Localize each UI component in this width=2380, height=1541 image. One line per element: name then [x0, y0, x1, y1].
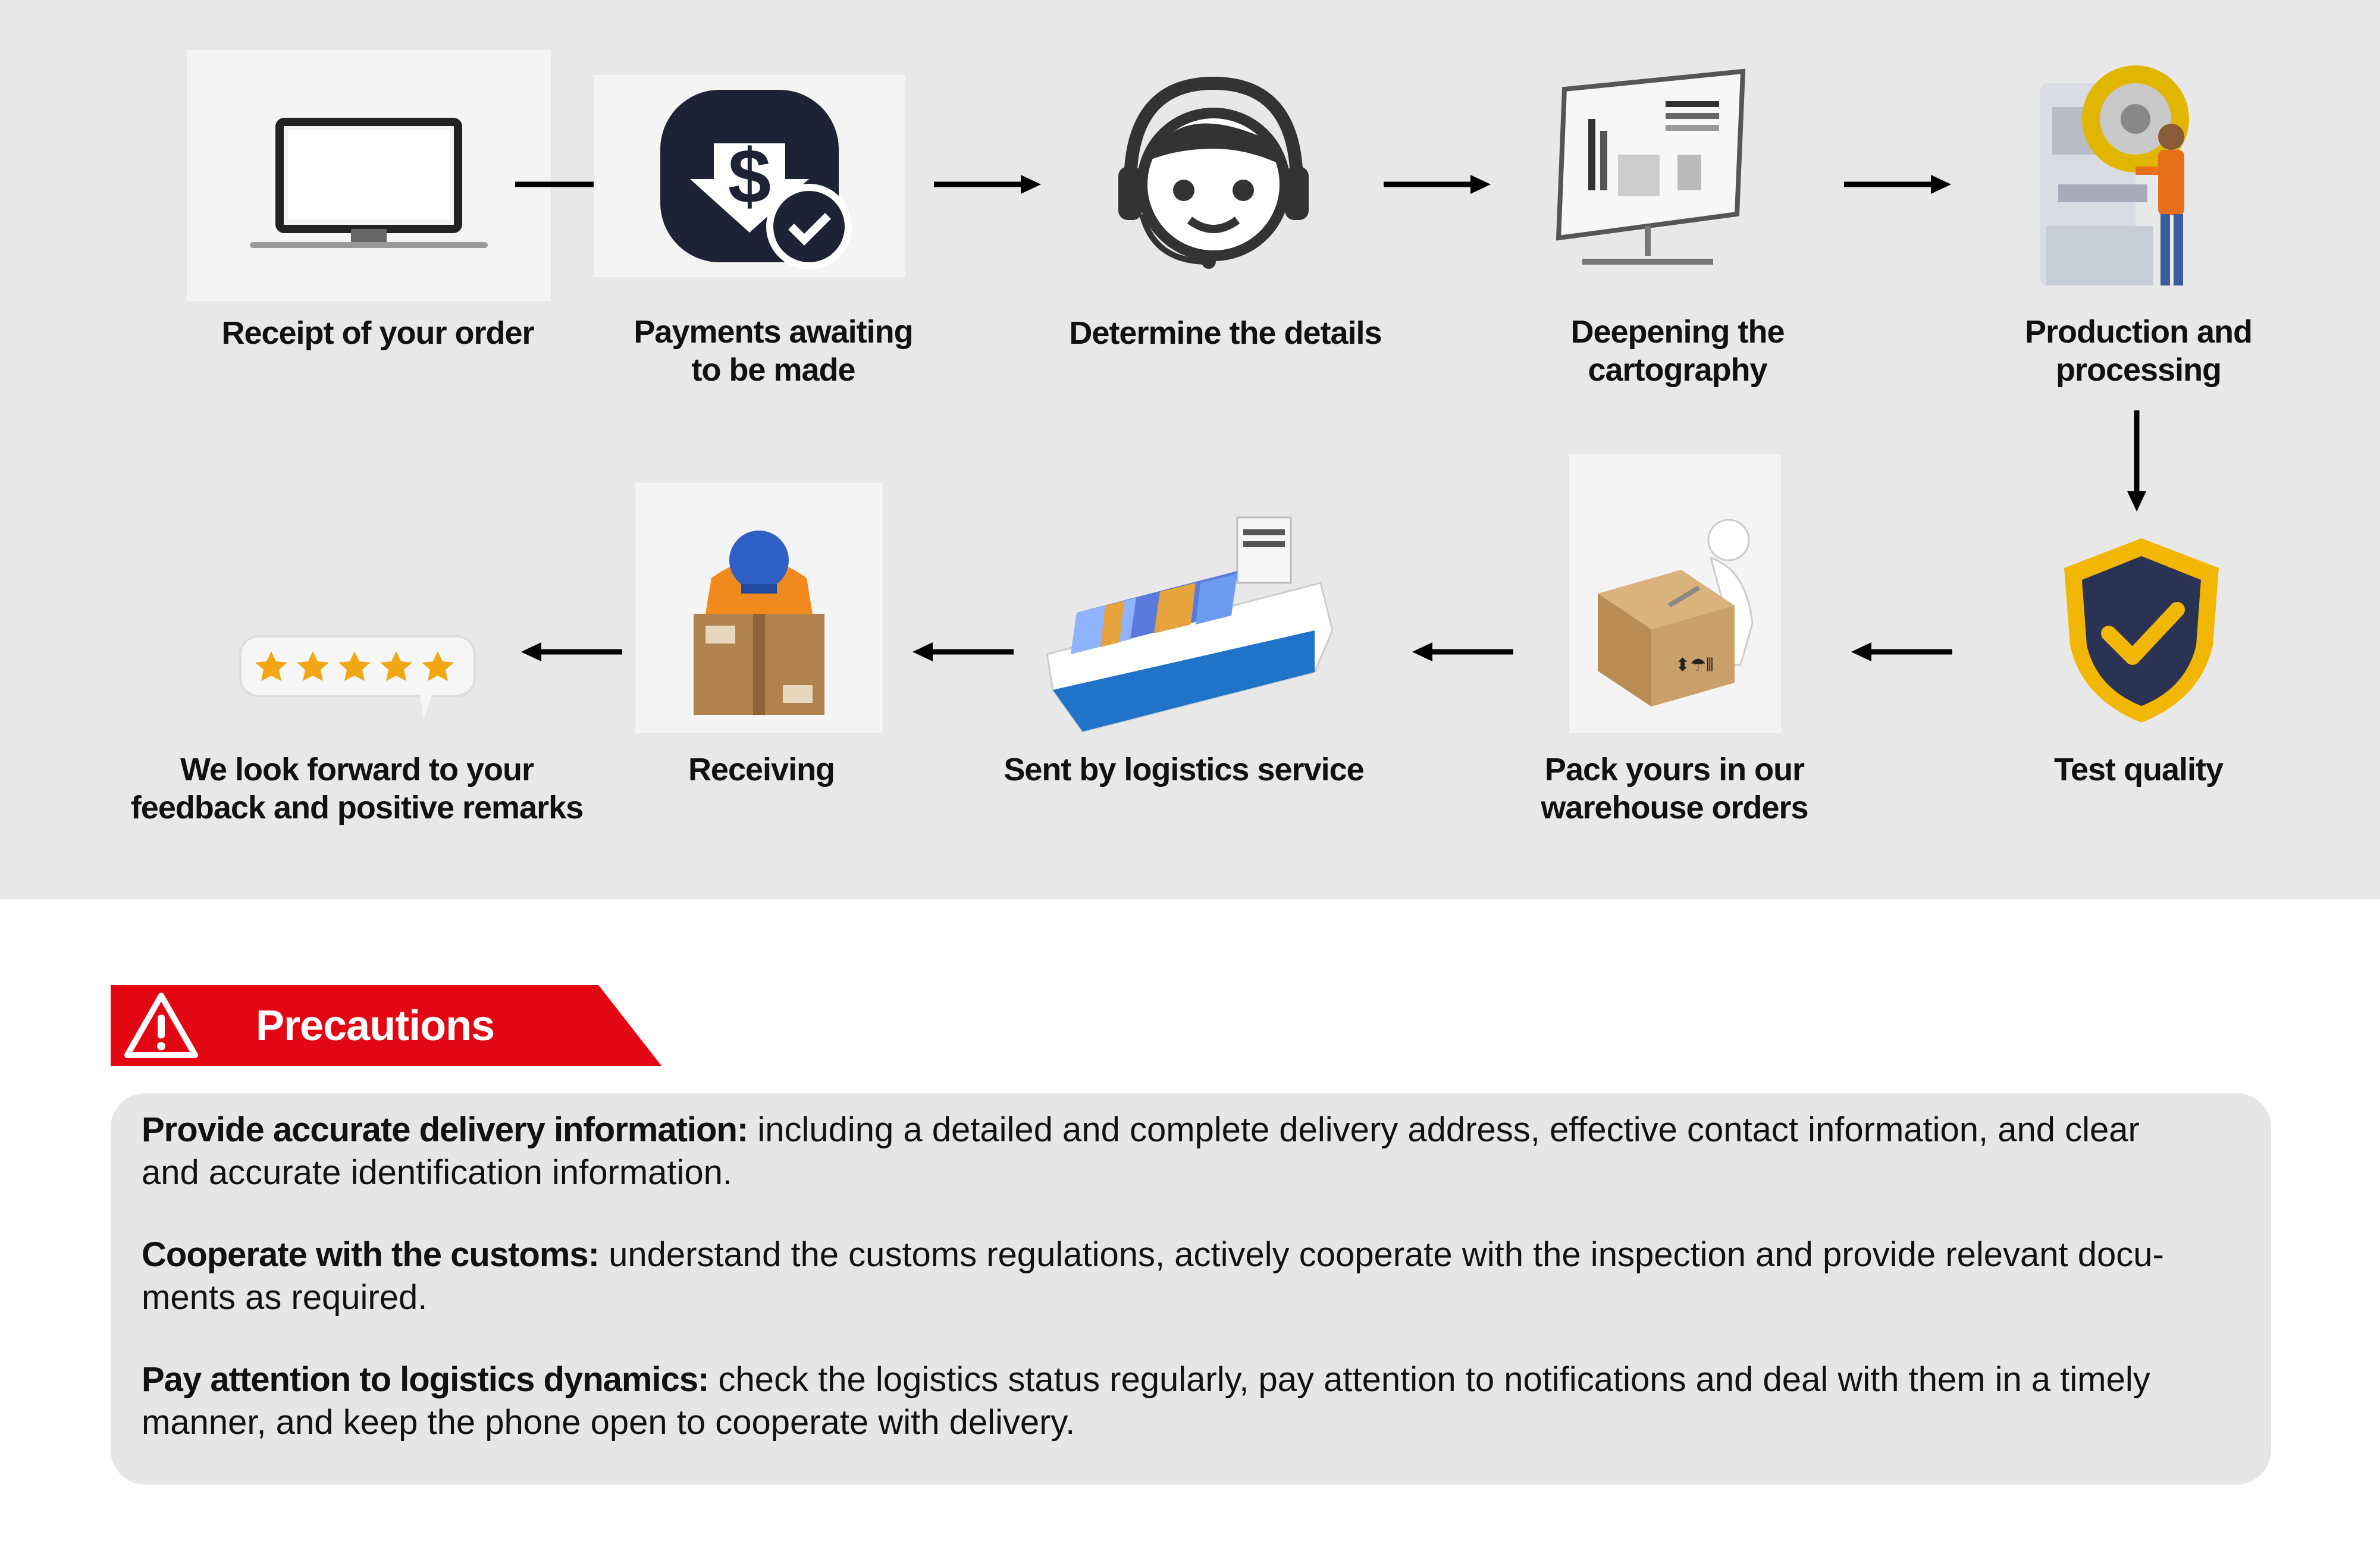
- step-label-payment: Payments awaiting to be made: [634, 314, 913, 388]
- arrow-left-icon: [913, 642, 1014, 661]
- step-label-receipt: Receipt of your order: [221, 315, 534, 351]
- warning-triangle-icon: [124, 993, 198, 1058]
- headset-support-icon: [1106, 71, 1321, 274]
- five-star-rating-icon: [236, 624, 479, 726]
- order-process-panel: Receipt of your order $ Payments awaitin…: [0, 0, 2380, 899]
- arrow-left-icon: [1412, 642, 1513, 661]
- step-label-pack: Pack yours in our warehouse orders: [1541, 752, 1808, 826]
- arrow-left-icon: [521, 642, 622, 661]
- factory-machine-icon: [2022, 48, 2213, 303]
- shield-check-icon: [2040, 529, 2243, 732]
- arrow-right-icon: [1384, 175, 1491, 194]
- step-label-determine: Determine the details: [1069, 315, 1382, 351]
- step-label-test-quality: Test quality: [2053, 752, 2224, 787]
- svg-text:$: $: [728, 133, 771, 219]
- precautions-box: [111, 1093, 2271, 1484]
- arrow-left-icon: [1851, 642, 1952, 661]
- courier-package-icon: [635, 483, 883, 733]
- arrow-right-icon: [1844, 175, 1951, 194]
- precaution-item-delivery-info: Provide accurate delivery information: i…: [142, 1110, 2140, 1192]
- precautions-title: Precautions: [256, 1002, 495, 1050]
- cargo-ship-icon: [1035, 494, 1344, 743]
- monitor-icon: [187, 50, 551, 301]
- precaution-item-logistics: Pay attention to logistics dynamics: che…: [142, 1360, 2150, 1442]
- step-label-sent-logistics: Sent by logistics service: [1004, 752, 1364, 787]
- precaution-item-customs: Cooperate with the customs: understand t…: [142, 1235, 2164, 1317]
- precautions-header-banner: [111, 985, 661, 1066]
- design-monitor-icon: [1547, 65, 1749, 280]
- step-label-receiving: Receiving: [688, 752, 835, 787]
- arrow-down-icon: [2127, 410, 2146, 511]
- packing-box-icon: ⬍☂⫴: [1569, 454, 1781, 733]
- step-label-feedback: We look forward to your feedback and pos…: [130, 752, 584, 826]
- step-label-production: Production and processing: [2025, 314, 2253, 388]
- payment-icon: $: [594, 75, 905, 277]
- arrow-right-icon: [934, 175, 1041, 194]
- svg-text:⬍☂⫴: ⬍☂⫴: [1675, 655, 1714, 676]
- step-label-cartography: Deepening the cartography: [1570, 314, 1785, 388]
